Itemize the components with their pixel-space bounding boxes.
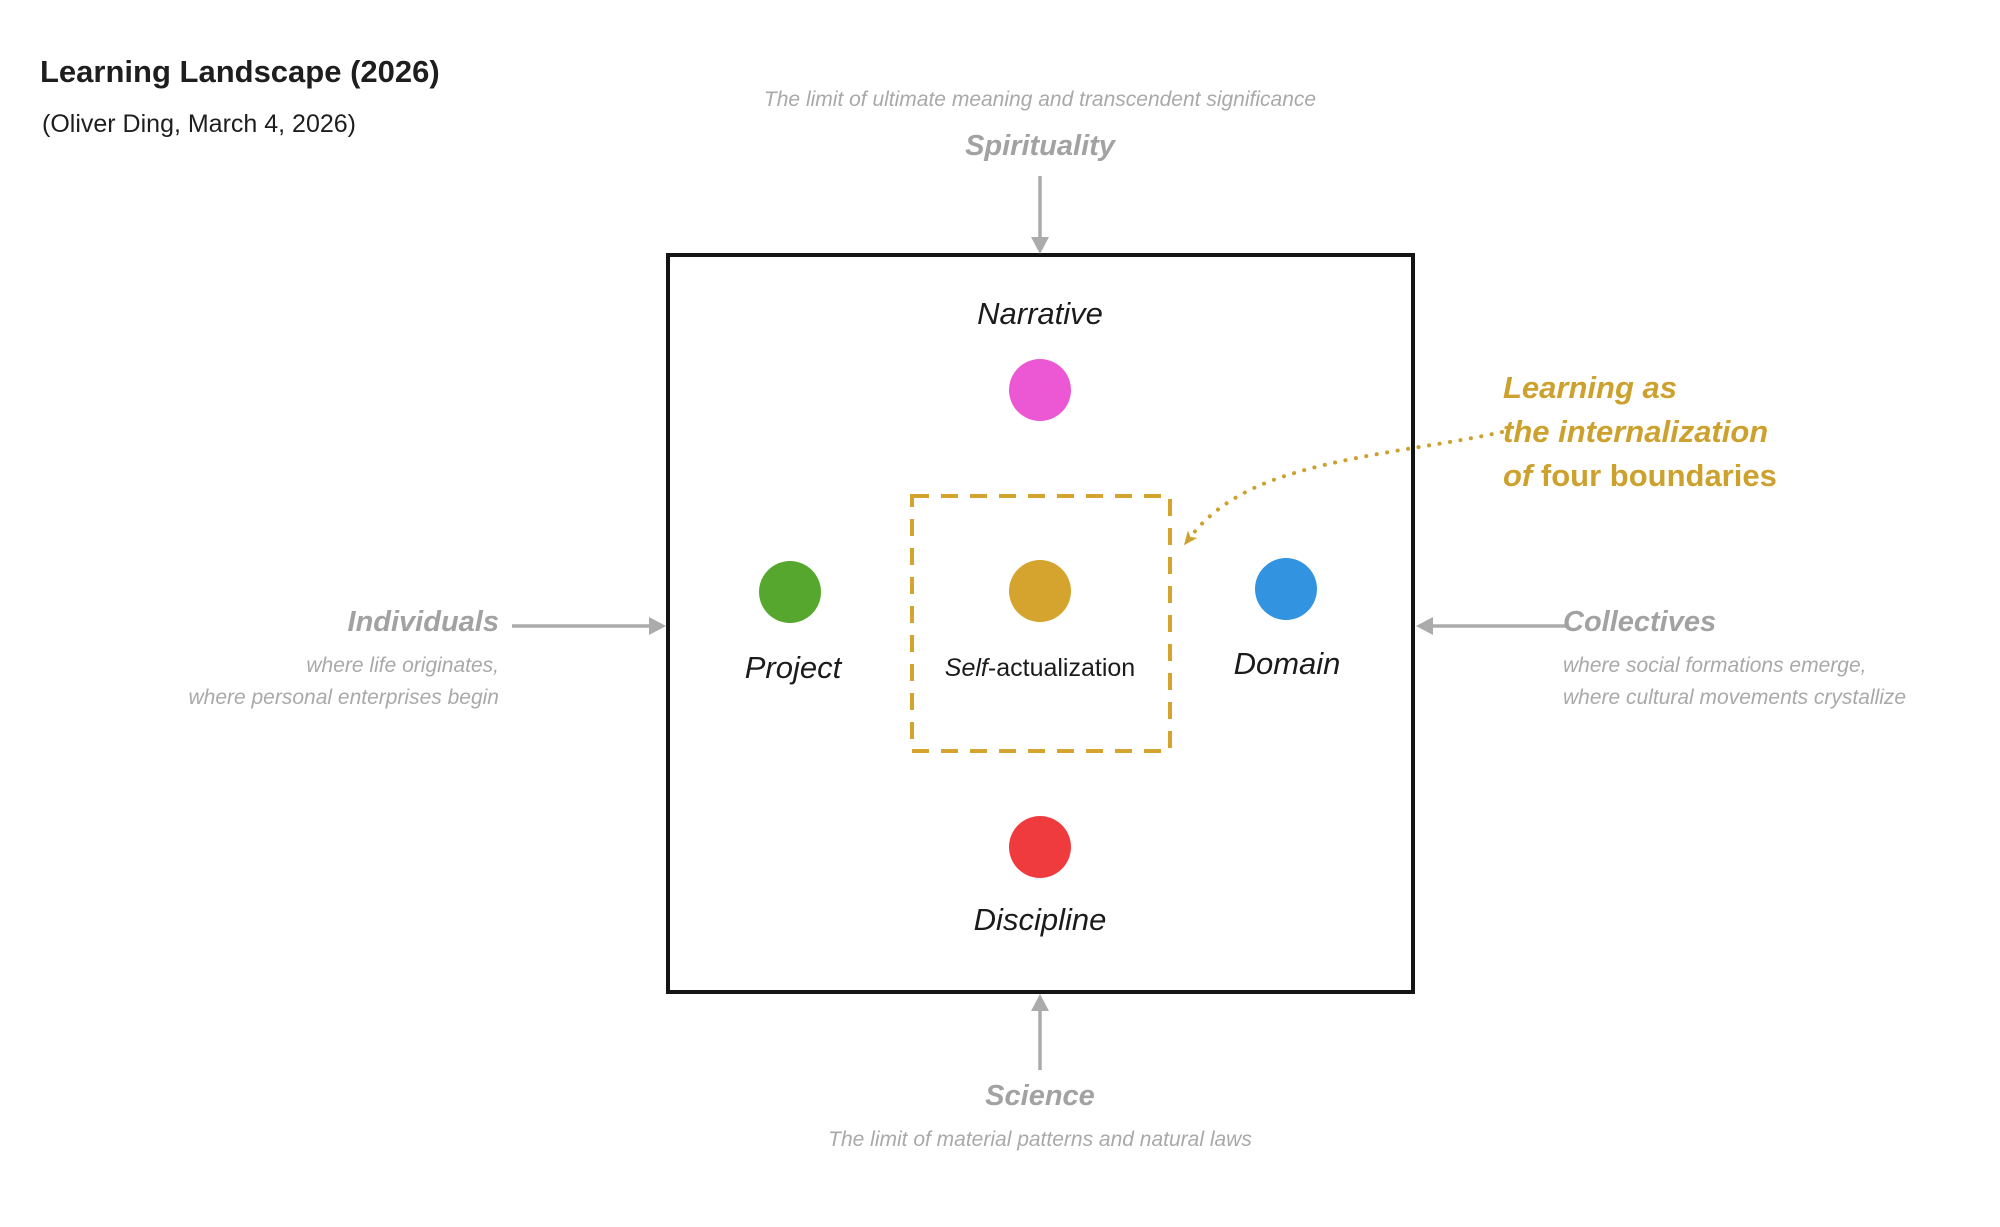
annotation-line1: Learning as <box>1503 370 1677 405</box>
byline: (Oliver Ding, March 4, 2026) <box>42 110 357 138</box>
self-actualization-label-italic: Self <box>944 654 988 682</box>
collectives-label: Collectives <box>1563 606 1717 638</box>
discipline-label: Discipline <box>973 902 1107 937</box>
science-description: The limit of material patterns and natur… <box>828 1128 1252 1151</box>
annotation-line2: the internalization <box>1503 414 1769 449</box>
narrative-dot <box>1009 359 1071 421</box>
project-label: Project <box>744 650 842 685</box>
collectives-description: where social formations emerge, where cu… <box>1563 650 1906 714</box>
self-actualization-label: Self-actualization <box>945 654 1135 683</box>
individuals-label: Individuals <box>347 606 499 638</box>
annotation-line3: of four boundaries <box>1503 454 1777 498</box>
collectives-description-line2: where cultural movements crystallize <box>1563 686 1907 709</box>
self-actualization-label-rest: -actualization <box>987 654 1136 682</box>
spirituality-label: Spirituality <box>965 130 1115 162</box>
annotation-dotted-arrow <box>1183 430 1504 546</box>
boundary-square <box>666 253 1415 994</box>
science-label: Science <box>985 1080 1095 1112</box>
domain-label: Domain <box>1233 646 1341 681</box>
self-dot <box>1009 560 1071 622</box>
project-dot <box>759 561 821 623</box>
narrative-label: Narrative <box>977 296 1103 331</box>
self-dashed-square <box>910 494 1172 753</box>
page-title: Learning Landscape (2026) <box>40 54 440 89</box>
domain-dot <box>1255 558 1317 620</box>
spirituality-description: The limit of ultimate meaning and transc… <box>763 88 1317 111</box>
discipline-dot <box>1009 816 1071 878</box>
collectives-description-line1: where social formations emerge, <box>1563 654 1867 677</box>
individuals-description: where life originates, where personal en… <box>139 650 499 714</box>
annotation-line3-rest: four boundaries <box>1540 458 1777 493</box>
annotation-line3-italic: of <box>1503 458 1533 493</box>
individuals-description-line1: where life originates, <box>306 654 499 677</box>
individuals-description-line2: where personal enterprises begin <box>188 686 499 709</box>
annotation-text: Learning as the internalization of four … <box>1503 366 1777 498</box>
